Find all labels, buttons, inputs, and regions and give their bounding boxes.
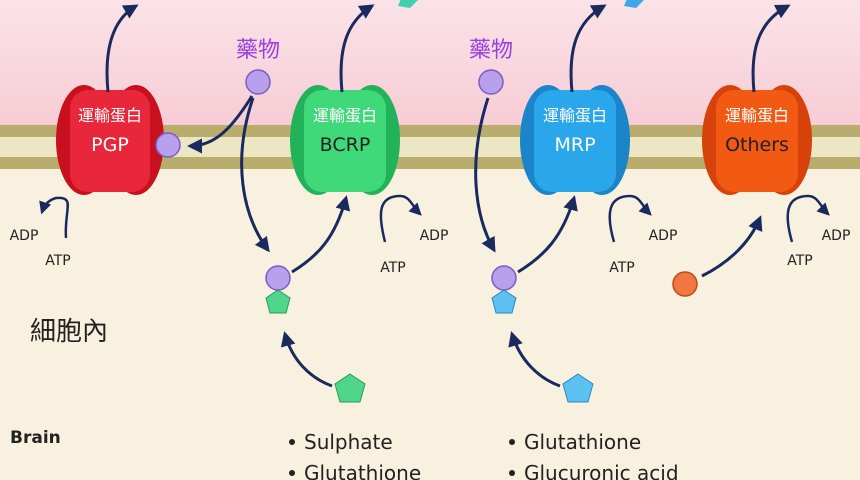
blue-group-attach-arrow — [508, 331, 561, 388]
conjugate-list-item: Glucuronic acid — [524, 461, 679, 480]
transporter-pgp: 運輸蛋白 PGP — [56, 85, 164, 195]
free-blue-group — [562, 373, 594, 403]
others-label-cn: 運輸蛋白 — [725, 106, 789, 125]
transporter-bcrp: 運輸蛋白 BCRP — [290, 85, 400, 195]
bullet — [509, 439, 515, 445]
drug-molecule-2 — [478, 69, 504, 95]
green-conjugate-group — [265, 289, 291, 314]
others-adp-label: ADP — [822, 228, 851, 244]
conjugate-list-right: Glutathione Glucuronic acid — [509, 430, 679, 480]
tissue-label: Brain — [10, 428, 61, 448]
conjugate-list-item: Glutathione — [304, 461, 421, 480]
mrp-body — [534, 90, 616, 192]
blue-conjugate-to-mrp-arrow — [517, 195, 578, 274]
blue-conjugate-group — [491, 289, 517, 314]
mrp-label: MRP — [554, 134, 595, 156]
drug-bound-to-pgp — [155, 132, 181, 158]
green-conjugate-to-bcrp-arrow — [291, 195, 351, 274]
drug-label-2: 藥物 — [469, 38, 513, 63]
membrane-outer-layer — [0, 125, 860, 137]
others-efflux-arrow — [751, 4, 791, 93]
drug-green-conjugate — [265, 265, 291, 291]
transporter-mrp: 運輸蛋白 MRP — [520, 85, 630, 195]
mrp-label-cn: 運輸蛋白 — [543, 106, 607, 125]
drug-blue-conjugate — [491, 265, 517, 291]
bcrp-adp-label: ADP — [420, 228, 449, 244]
mrp-adp-label: ADP — [649, 228, 678, 244]
conjugate-list-item: Glutathione — [524, 430, 641, 454]
drug-diffusion-arrow-2 — [474, 97, 496, 253]
intracellular-label: 細胞內 — [30, 317, 108, 347]
green-group-attach-arrow — [280, 331, 333, 388]
conjugate-list-item: Sulphate — [304, 430, 393, 454]
bullet — [289, 470, 295, 476]
pgp-label-cn: 運輸蛋白 — [78, 106, 142, 125]
pgp-adp-label: ADP — [10, 228, 39, 244]
drug-to-pgp-arrow — [187, 95, 254, 154]
bcrp-body — [304, 90, 386, 192]
pgp-label: PGP — [91, 134, 129, 156]
mrp-atp-arrow — [608, 194, 652, 243]
bcrp-exported-fragment — [398, 0, 418, 8]
mrp-efflux-arrow — [569, 4, 607, 93]
drug-diffusion-arrow-1 — [240, 97, 270, 253]
free-green-group — [334, 373, 366, 403]
conjugate-list-left: Sulphate Glutathione — [289, 430, 421, 480]
bcrp-label: BCRP — [320, 134, 371, 156]
others-atp-arrow — [786, 194, 830, 243]
pgp-atp-arrow — [39, 196, 69, 239]
bcrp-atp-label: ATP — [380, 260, 405, 276]
bullet — [509, 470, 515, 476]
bcrp-atp-arrow — [379, 194, 422, 243]
mrp-exported-fragment — [624, 0, 644, 8]
membrane-inner-layer — [0, 157, 860, 169]
bcrp-label-cn: 運輸蛋白 — [313, 106, 377, 125]
substrate-to-others-arrow — [701, 215, 763, 278]
drug-molecule-1 — [245, 69, 271, 95]
mrp-atp-label: ATP — [609, 260, 634, 276]
transporter-others: 運輸蛋白 Others — [702, 85, 812, 195]
membrane-core — [0, 137, 860, 157]
pgp-body — [70, 90, 150, 192]
orange-substrate — [672, 271, 698, 297]
others-label: Others — [725, 134, 789, 156]
drug-label-1: 藥物 — [236, 38, 280, 63]
pgp-efflux-arrow — [105, 4, 139, 93]
bcrp-efflux-arrow — [339, 4, 375, 93]
pgp-atp-label: ATP — [45, 253, 70, 269]
others-atp-label: ATP — [787, 253, 812, 269]
bullet — [289, 439, 295, 445]
others-body — [716, 90, 798, 192]
